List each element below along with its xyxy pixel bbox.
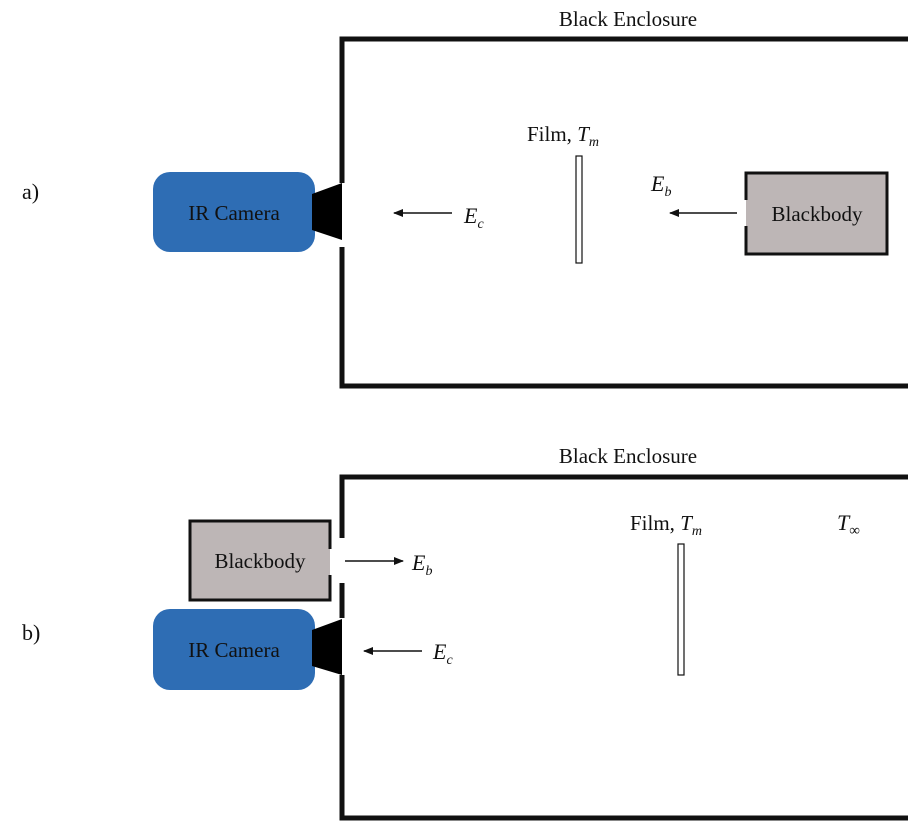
flux-subscript: c [477, 217, 484, 232]
flux-letter: E [411, 550, 426, 575]
flux-letter: E [463, 203, 478, 228]
ir-camera: IR Camera [153, 609, 342, 690]
camera-label: IR Camera [188, 201, 280, 225]
flux-subscript: b [425, 564, 432, 579]
flux-subscript: c [446, 653, 453, 668]
enclosure-wall-upper [339, 474, 908, 538]
enclosure-wall-lower [339, 247, 908, 389]
camera-flux: Ec [363, 639, 453, 668]
blackbody-box [744, 171, 889, 256]
panel-label: b) [22, 620, 40, 645]
camera-flux-symbol: Ec [432, 639, 453, 668]
film-temp-subscript: m [589, 135, 599, 150]
panel-a: a) Black Enclosure IR Camera Ec Film, Tm [22, 7, 908, 389]
blackbody-label: Blackbody [215, 549, 306, 573]
camera-body [153, 609, 315, 690]
enclosure-title: Black Enclosure [559, 444, 697, 468]
enclosure-title: Black Enclosure [559, 7, 697, 31]
film: Film, Tm [527, 122, 599, 264]
film-label: Film, Tm [527, 122, 599, 150]
ambient-temp-symbol: T [837, 510, 851, 535]
ir-camera: IR Camera [153, 172, 342, 252]
film-label-text: Film, [527, 122, 577, 146]
film-temp-symbol: T [577, 122, 590, 146]
film-strip [575, 155, 583, 264]
blackbody: Blackbody [188, 519, 332, 602]
panel-b: b) Black Enclosure Blackbody Eb IR Camer… [22, 444, 908, 821]
film-label: Film, Tm [630, 511, 702, 539]
flux-subscript: b [664, 185, 671, 200]
camera-label: IR Camera [188, 638, 280, 662]
enclosure: Black Enclosure [339, 7, 908, 389]
blackbody-label: Blackbody [772, 202, 863, 226]
flux-letter: E [650, 171, 665, 196]
blackbody-flux: Eb [650, 171, 737, 217]
film-strip [677, 543, 685, 676]
panel-label: a) [22, 179, 39, 204]
film: Film, Tm [630, 511, 702, 676]
blackbody-flux-symbol: Eb [411, 550, 432, 579]
enclosure: Black Enclosure [339, 444, 908, 821]
camera-flux-symbol: Ec [463, 203, 484, 232]
camera-body [153, 172, 315, 252]
camera-lens [312, 183, 342, 240]
flux-letter: E [432, 639, 447, 664]
film-temp-symbol: T [680, 511, 693, 535]
blackbody-flux: Eb [345, 550, 432, 579]
camera-flux: Ec [393, 203, 484, 232]
blackbody: Blackbody [744, 171, 889, 256]
ambient-temperature: T∞ [837, 510, 860, 539]
camera-lens [312, 619, 342, 675]
enclosure-wall-lower [339, 675, 908, 821]
film-label-text: Film, [630, 511, 680, 535]
enclosure-wall-upper [339, 36, 908, 183]
film-temp-subscript: m [692, 524, 702, 539]
ambient-temp-subscript: ∞ [849, 523, 860, 539]
blackbody-flux-symbol: Eb [650, 171, 671, 200]
blackbody-box [188, 519, 332, 602]
